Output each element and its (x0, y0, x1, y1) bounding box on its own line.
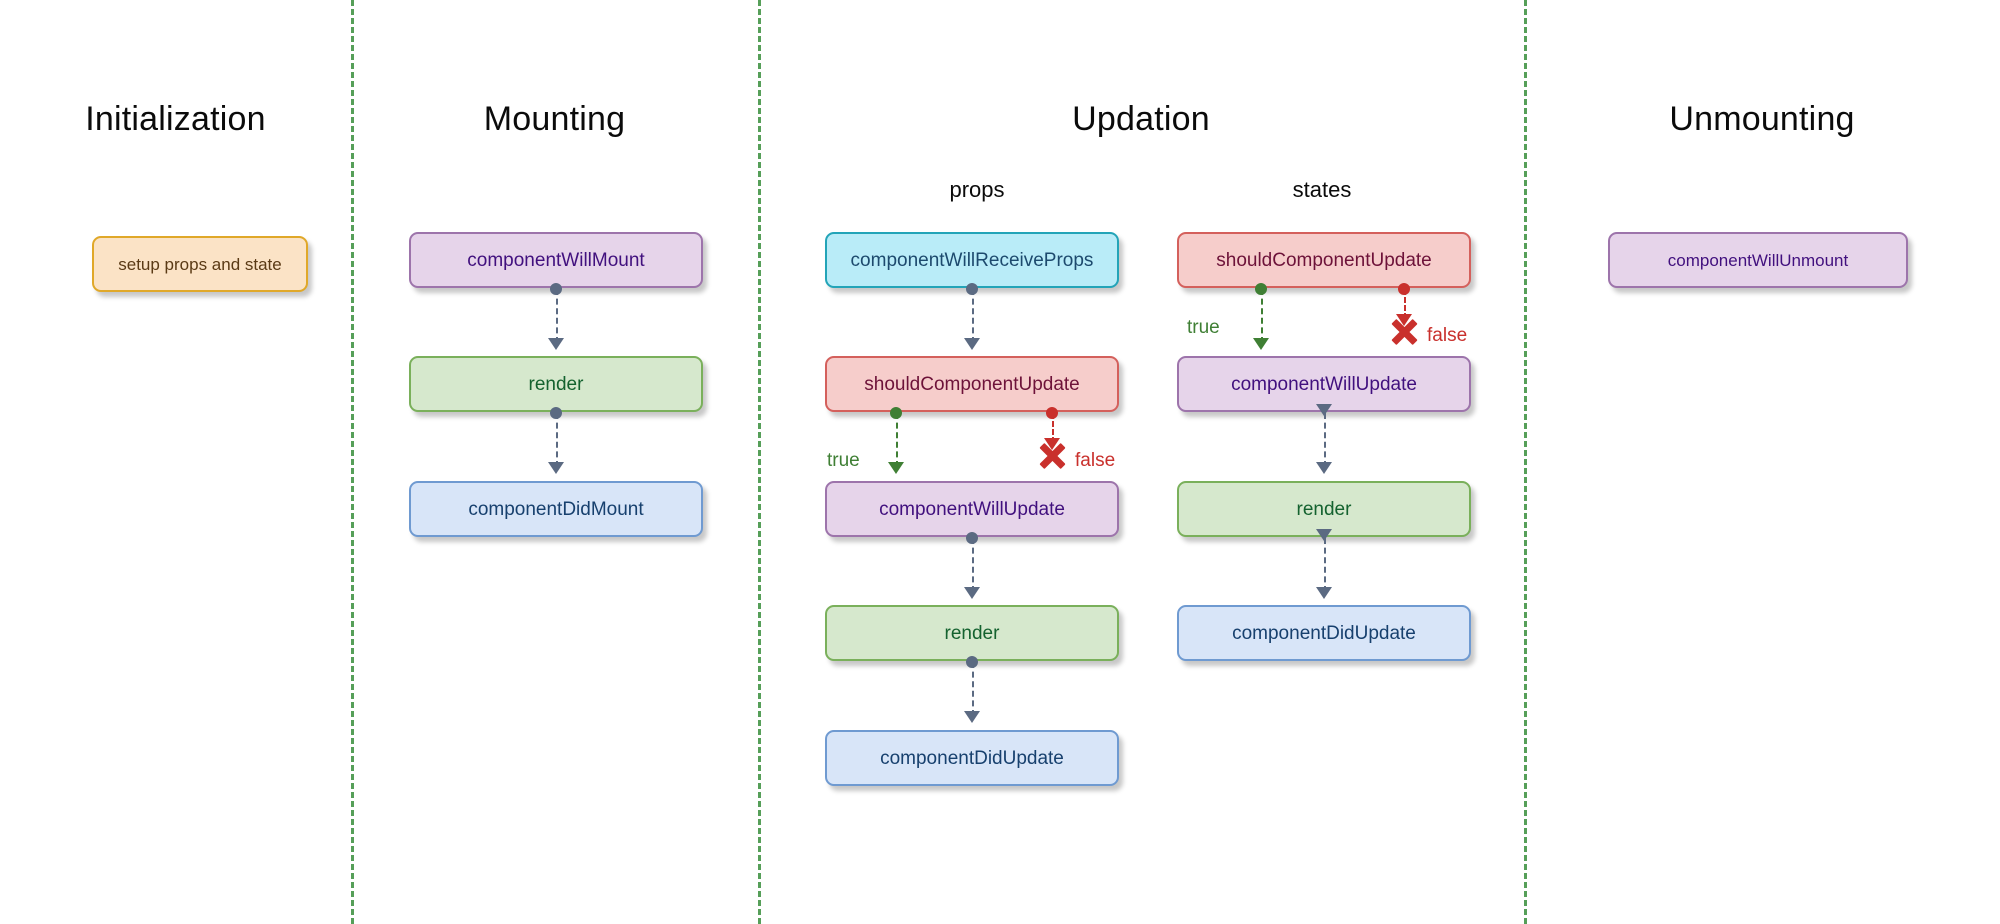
arrowhead-icon (1316, 404, 1332, 416)
node-component-did-update-props[interactable]: componentDidUpdate (825, 730, 1119, 786)
node-should-component-update-props[interactable]: shouldComponentUpdate (825, 356, 1119, 412)
node-render-states[interactable]: render (1177, 481, 1471, 537)
arrowhead-icon (1316, 462, 1332, 474)
arrowhead-icon (964, 587, 980, 599)
node-component-will-unmount[interactable]: componentWillUnmount (1608, 232, 1908, 288)
node-render-props[interactable]: render (825, 605, 1119, 661)
connector-receive-props-to-should-update (972, 289, 974, 343)
node-component-did-update-states[interactable]: componentDidUpdate (1177, 605, 1471, 661)
arrowhead-icon (1316, 587, 1332, 599)
node-should-component-update-states[interactable]: shouldComponentUpdate (1177, 232, 1471, 288)
connector-will-update-to-render-props (972, 538, 974, 592)
arrowhead-icon (964, 338, 980, 350)
node-component-will-update-states[interactable]: componentWillUpdate (1177, 356, 1471, 412)
column-divider-1 (351, 0, 354, 924)
connector-render-to-did-mount (556, 413, 558, 467)
column-title-mounting: Mounting (483, 100, 626, 138)
connector-render-to-did-update-props (972, 662, 974, 716)
cross-icon (1037, 441, 1067, 471)
connector-render-to-did-update-states (1324, 538, 1326, 592)
connector-states-true-branch (1261, 289, 1263, 343)
arrowhead-icon (548, 338, 564, 350)
node-component-did-mount[interactable]: componentDidMount (409, 481, 703, 537)
column-title-initialization: Initialization (85, 100, 266, 138)
node-setup-props-and-state[interactable]: setup props and state (92, 236, 308, 292)
cross-icon (1389, 317, 1419, 347)
arrowhead-icon (1253, 338, 1269, 350)
connector-will-mount-to-render (556, 289, 558, 343)
arrowhead-icon (964, 711, 980, 723)
branch-label-props-false: false (1075, 450, 1116, 471)
subcolumn-title-props: props (949, 177, 1005, 202)
node-component-will-receive-props[interactable]: componentWillReceiveProps (825, 232, 1119, 288)
branch-label-states-false: false (1427, 325, 1468, 346)
branch-label-props-true: true (827, 450, 860, 471)
connector-will-update-to-render-states (1324, 413, 1326, 467)
column-divider-3 (1524, 0, 1527, 924)
arrowhead-icon (548, 462, 564, 474)
connector-states-false-branch (1404, 289, 1406, 319)
column-divider-2 (758, 0, 761, 924)
node-component-will-update-props[interactable]: componentWillUpdate (825, 481, 1119, 537)
connector-props-false-branch (1052, 413, 1054, 443)
arrowhead-icon (1316, 529, 1332, 541)
arrowhead-icon (888, 462, 904, 474)
subcolumn-title-states: states (1292, 177, 1352, 202)
node-render-mounting[interactable]: render (409, 356, 703, 412)
column-title-unmounting: Unmounting (1669, 100, 1855, 138)
column-title-updation: Updation (1072, 100, 1210, 138)
branch-label-states-true: true (1187, 317, 1220, 338)
connector-props-true-branch (896, 413, 898, 467)
node-component-will-mount[interactable]: componentWillMount (409, 232, 703, 288)
